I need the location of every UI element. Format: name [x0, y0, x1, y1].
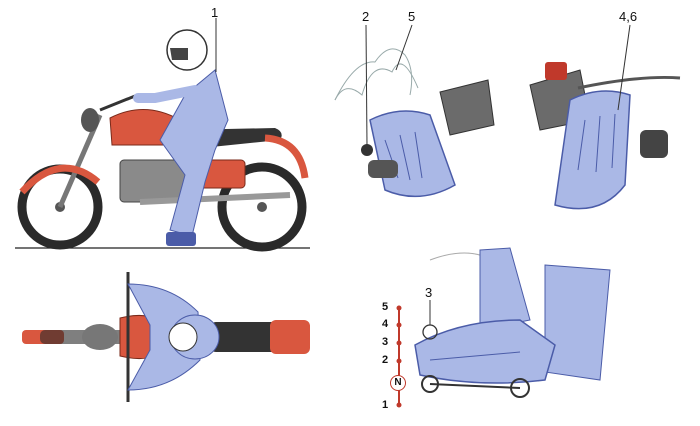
side-view-motorcycle	[15, 18, 310, 252]
callout-line-46	[617, 24, 631, 111]
top-rider-arms	[127, 283, 201, 391]
rear-hub	[257, 202, 267, 212]
exhaust-pipe	[139, 192, 291, 205]
gear-label-1: 1	[382, 399, 389, 411]
rider-boot	[166, 232, 196, 246]
left-hand-clutch	[334, 24, 495, 198]
gear-label-neutral: N	[390, 375, 406, 391]
callout-line-2	[365, 24, 368, 147]
callout-1: 1	[211, 5, 219, 20]
helmet-visor	[170, 48, 188, 60]
callout-3: 3	[425, 285, 433, 300]
gear-dot-4	[396, 322, 402, 328]
headlight	[81, 108, 99, 132]
gear-dot-1	[396, 402, 402, 408]
handlebar	[99, 94, 136, 112]
boot-seam	[429, 351, 521, 361]
ghost-fingers	[334, 48, 413, 101]
rider-calf	[544, 264, 611, 381]
kill-switch	[545, 62, 567, 80]
front-brake-lever	[577, 75, 681, 90]
gear-dot-3	[396, 340, 402, 346]
callout-2: 2	[362, 9, 370, 24]
gear-label-2: 2	[382, 354, 389, 366]
top-view-motorcycle	[22, 272, 310, 402]
callout-line-5	[395, 24, 413, 71]
gear-label-3: 3	[382, 336, 389, 348]
gear-label-4: 4	[382, 318, 389, 330]
gear-dot-2	[396, 358, 402, 364]
throttle-grip	[640, 130, 668, 158]
clutch-pivot	[361, 144, 373, 156]
callout-5: 5	[408, 9, 416, 24]
rider	[133, 29, 229, 246]
gear-dot-5	[396, 305, 402, 311]
gear-label-5: 5	[382, 301, 389, 313]
rider-shin	[479, 247, 531, 331]
shift-linkage	[429, 383, 521, 389]
left-grip	[368, 160, 398, 178]
foot-gear-shift	[396, 247, 611, 408]
left-glove	[369, 110, 456, 198]
rear-wheel	[217, 162, 307, 252]
left-switch-block	[439, 79, 495, 136]
callout-4-6: 4,6	[619, 9, 638, 24]
top-rider	[127, 283, 220, 391]
top-headlight	[82, 324, 118, 350]
rear-fender	[264, 134, 309, 179]
front-fender	[19, 164, 101, 195]
right-glove	[554, 90, 631, 210]
right-hand-throttle	[529, 24, 681, 210]
boot	[414, 319, 556, 384]
top-helmet	[168, 322, 198, 352]
right-glove-seams	[577, 113, 616, 173]
rider-body	[159, 69, 229, 237]
ghost-fingers-2	[334, 63, 419, 101]
rider-arm	[133, 85, 200, 103]
top-rear-fender	[270, 320, 310, 354]
